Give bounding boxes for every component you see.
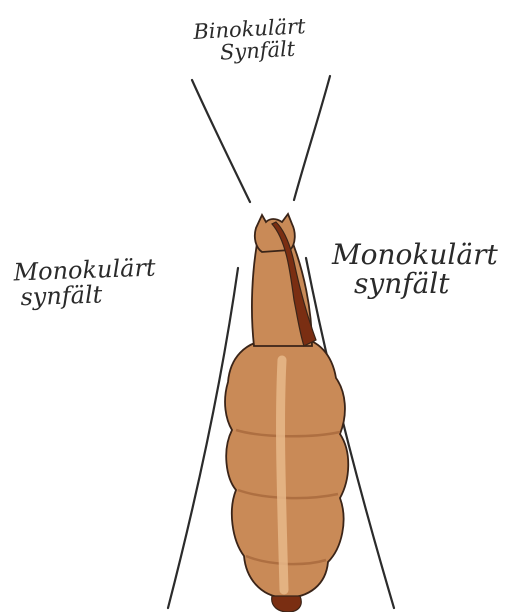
monocular-field-label-left: Monokulärt synfält: [13, 256, 157, 311]
binocular-line-right: [294, 76, 330, 200]
binocular-field-lines: [192, 76, 330, 202]
monocular-field-label-right: Monokulärt synfält: [332, 240, 498, 299]
horse-top-view-icon: [225, 214, 348, 612]
monocular-left-label-line2: synfält: [14, 281, 157, 311]
monocular-line-left: [168, 268, 238, 608]
monocular-right-label-line1: Monokulärt: [332, 238, 498, 271]
horse-spine-stripe: [281, 360, 284, 590]
binocular-field-label: Binokulärt Synfält: [159, 13, 341, 66]
binocular-line-left: [192, 80, 250, 202]
monocular-right-label-line2: synfält: [332, 269, 498, 298]
horse-tail: [272, 596, 302, 612]
